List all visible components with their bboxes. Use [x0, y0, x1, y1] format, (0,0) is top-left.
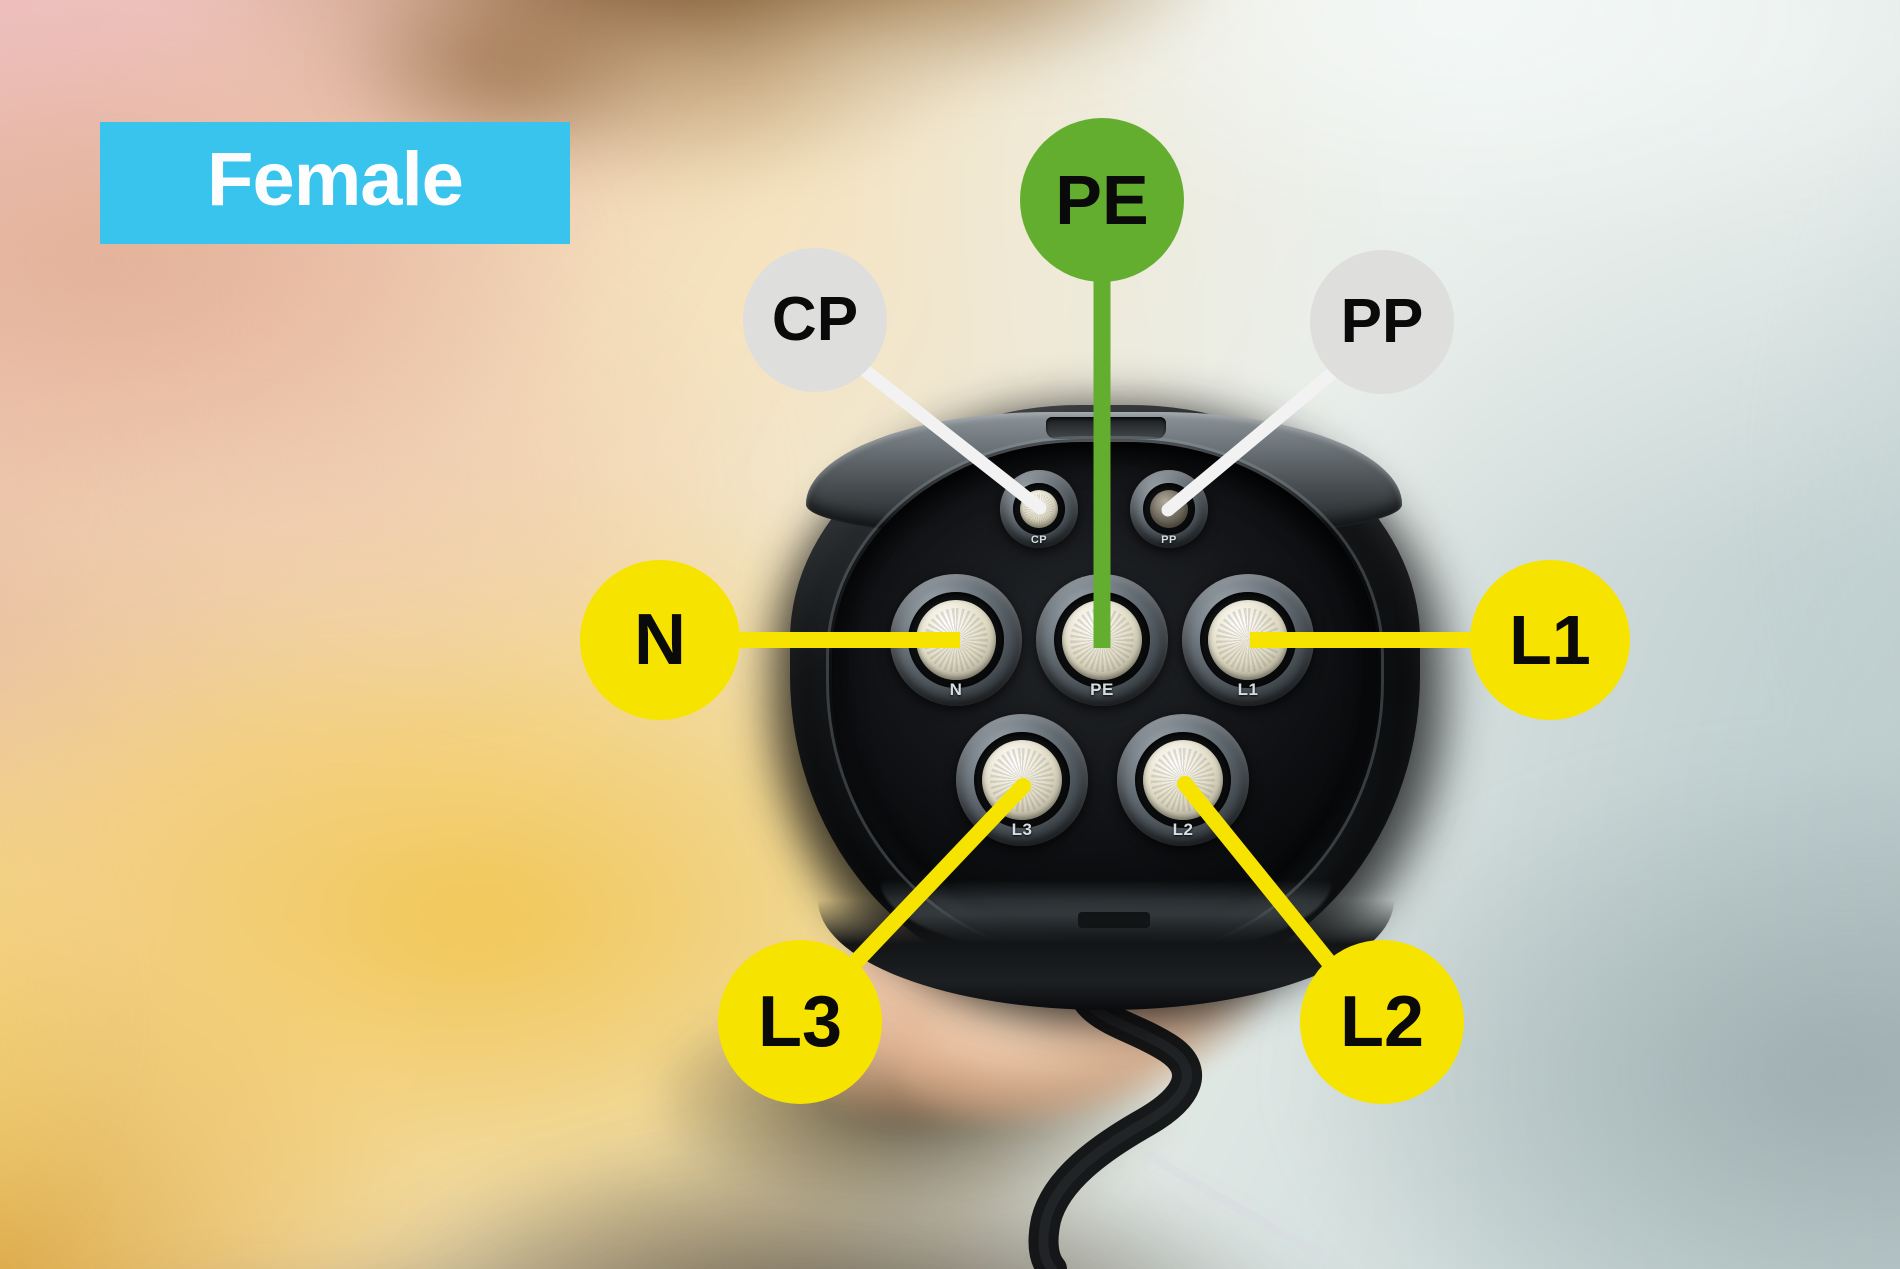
callout-bubble-pe[interactable]: PE — [1020, 118, 1184, 282]
pin-label: CP — [1030, 534, 1048, 546]
connector-pin-l1: L1 — [1182, 574, 1314, 706]
callout-bubble-l3[interactable]: L3 — [718, 940, 882, 1104]
pin-label: L2 — [1172, 820, 1194, 839]
leader-line-cp — [855, 361, 1047, 515]
callout-label-l1: L1 — [1509, 601, 1591, 679]
callout-bubble-cp[interactable]: CP — [743, 248, 887, 392]
pin-label: PP — [1161, 534, 1177, 546]
callout-label-l3: L3 — [757, 982, 843, 1062]
gender-badge-label: Female — [207, 137, 464, 222]
leader-line-pp — [1161, 363, 1343, 517]
callout-label-cp: CP — [771, 285, 859, 354]
callout-bubble-pp[interactable]: PP — [1310, 250, 1454, 394]
leader-line-l3 — [844, 778, 1031, 974]
pin-label: N — [949, 680, 963, 699]
pin-label: L3 — [1011, 820, 1033, 839]
pin-label: L1 — [1237, 680, 1259, 699]
callout-bubble-n[interactable]: N — [580, 560, 740, 720]
callout-bubble-l1[interactable]: L1 — [1470, 560, 1630, 720]
callout-label-l2: L2 — [1339, 982, 1425, 1062]
leader-line-l2 — [1177, 776, 1340, 974]
callout-label-pp: PP — [1340, 287, 1424, 356]
callout-bubble-l2[interactable]: L2 — [1300, 940, 1464, 1104]
gender-badge: Female — [100, 122, 570, 244]
pin-label: PE — [1090, 680, 1114, 699]
callout-label-pe: PE — [1055, 161, 1149, 239]
callout-label-n: N — [634, 600, 686, 680]
